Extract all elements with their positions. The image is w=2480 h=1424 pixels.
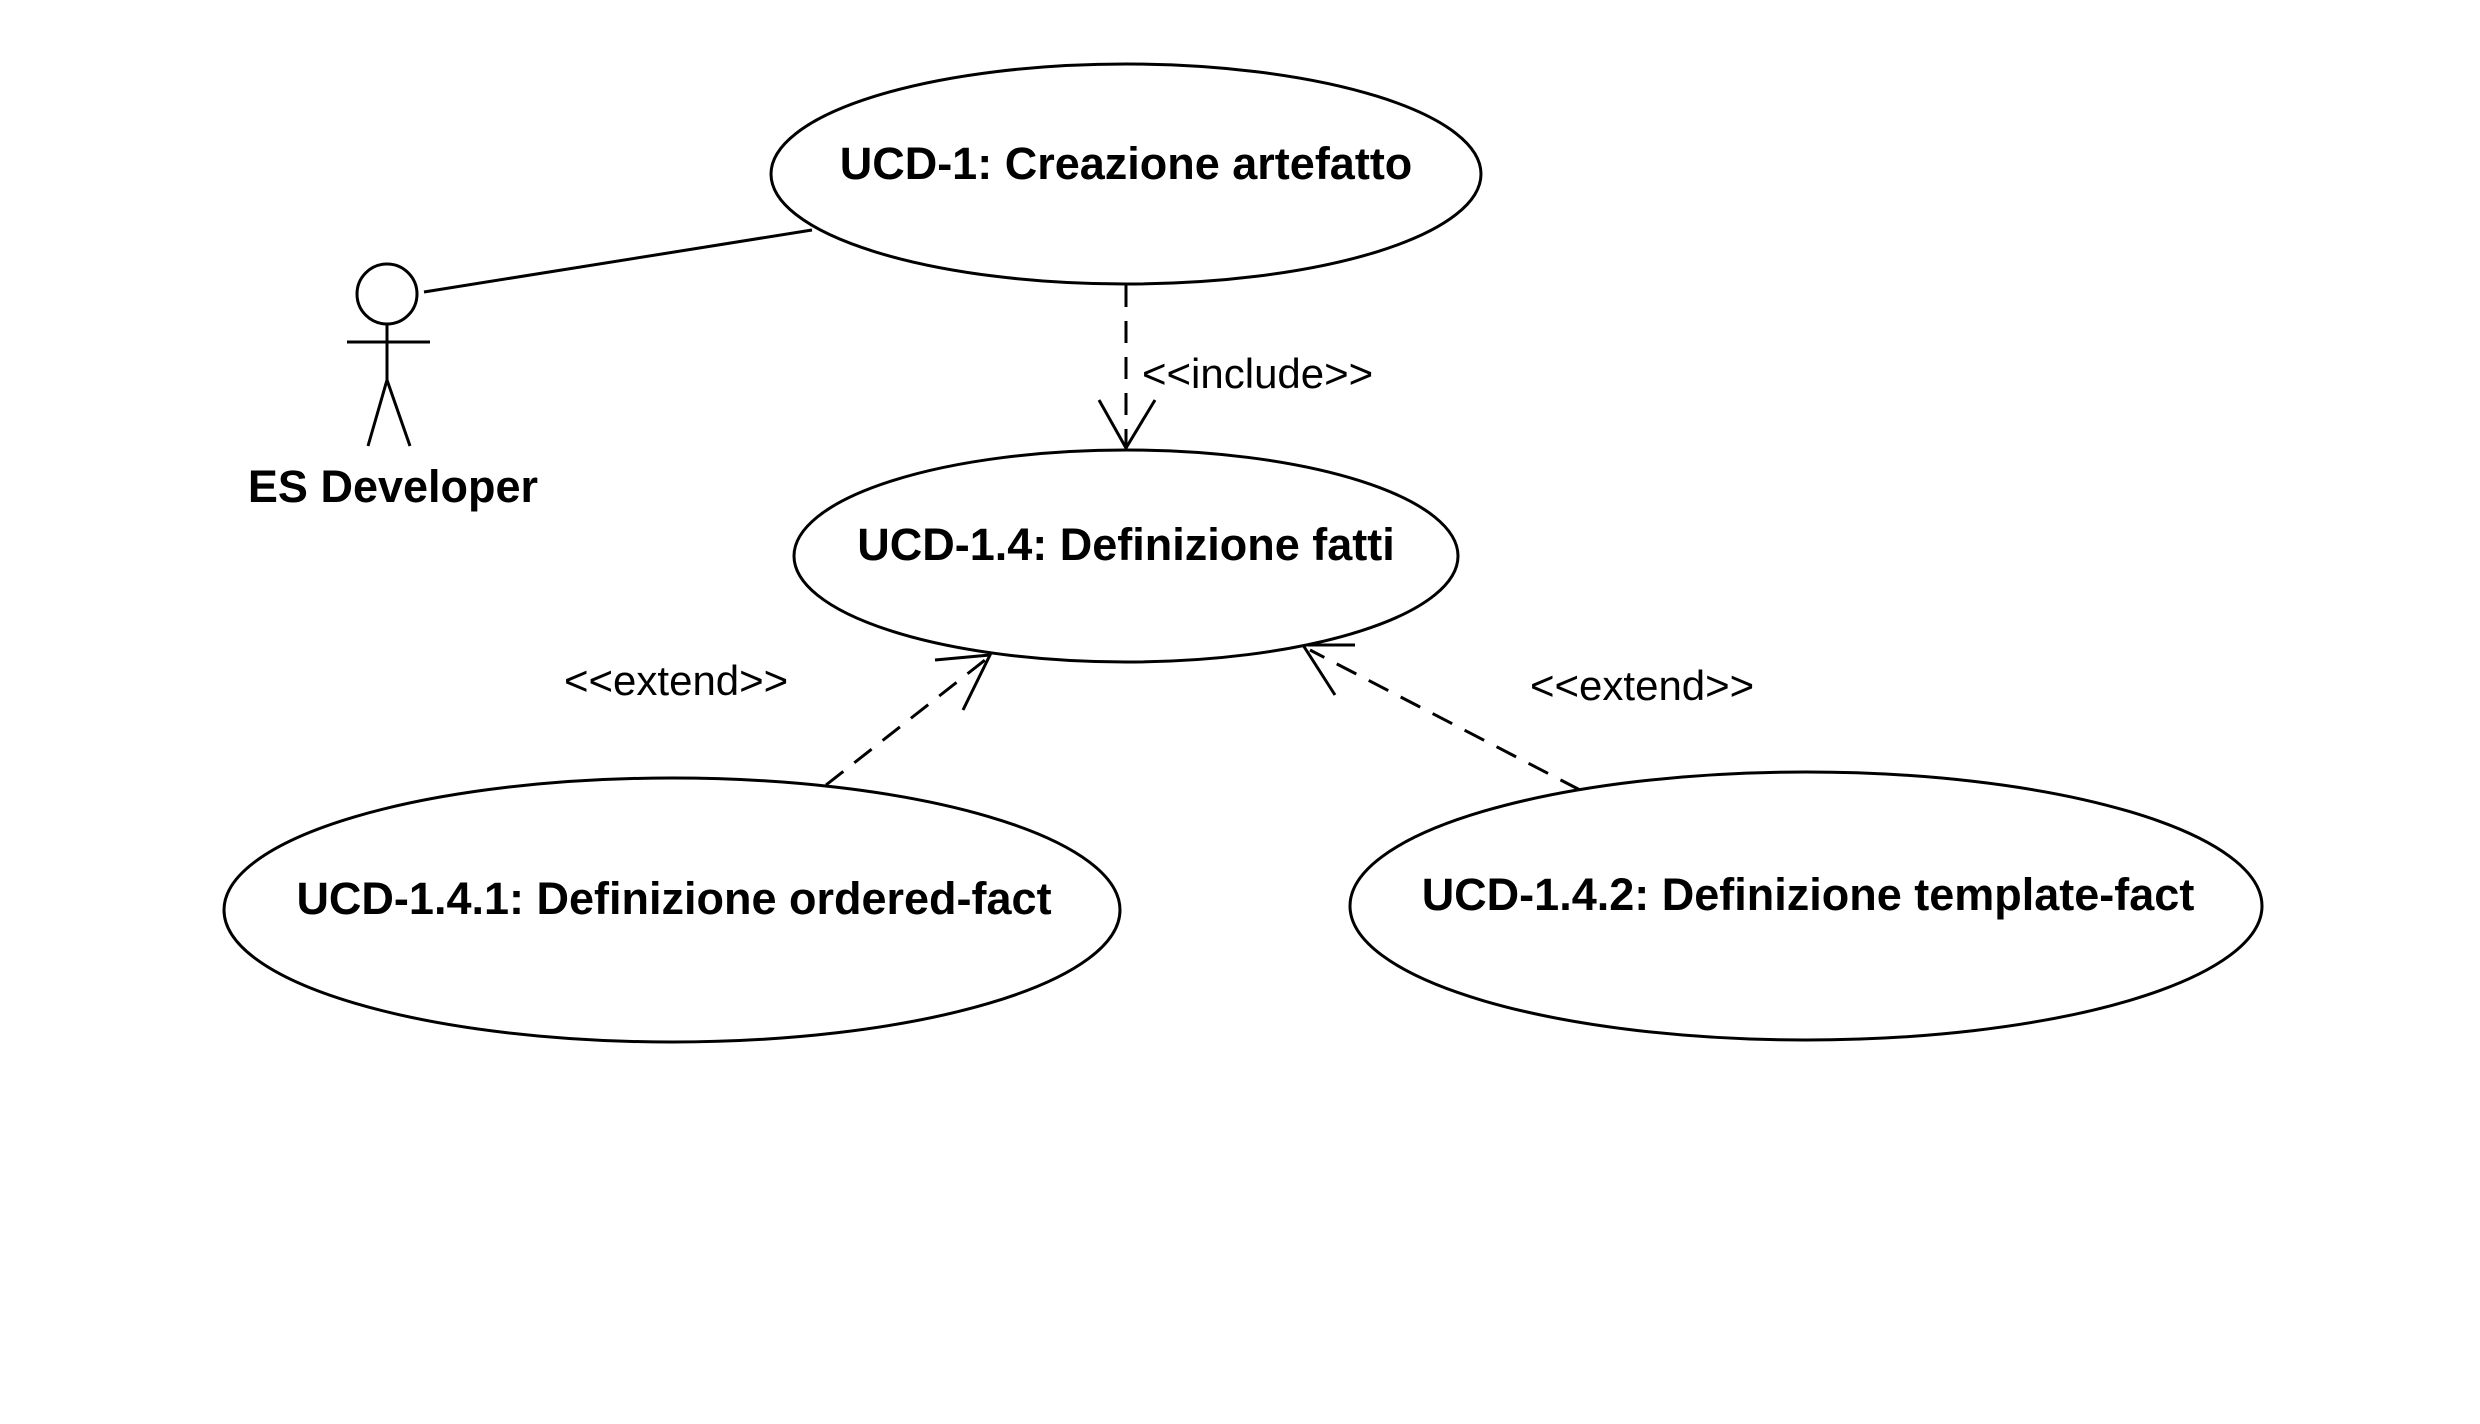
extend-stereotype-label-right: <<extend>>: [1530, 662, 1754, 709]
use-case-label: UCD-1.4: Definizione fatti: [857, 519, 1395, 570]
stick-figure-icon: [347, 262, 430, 447]
use-case-label: UCD-1.4.2: Definizione template-fact: [1422, 869, 2195, 920]
include-relation: <<include>>: [1097, 285, 1373, 451]
use-case-ellipse: [1348, 770, 2264, 1042]
use-case-ellipse: [792, 448, 1460, 664]
extend-arrow-head-left: [934, 653, 993, 711]
use-case-ucd-1-4-1: UCD-1.4.1: Definizione ordered-fact: [222, 776, 1122, 1044]
extend-relation-template-fact: <<extend>>: [1300, 643, 1754, 792]
include-arrow-head: [1097, 399, 1157, 451]
extend-dashed-line-right: [1309, 648, 1581, 792]
actor-es-developer: ES Developer: [248, 262, 538, 512]
use-case-ucd-1-4: UCD-1.4: Definizione fatti: [792, 448, 1460, 664]
use-case-label: UCD-1.4.1: Definizione ordered-fact: [296, 873, 1051, 924]
use-case-ellipse: [769, 62, 1483, 286]
use-case-label: UCD-1: Creazione artefatto: [840, 138, 1413, 189]
extend-stereotype-label-left: <<extend>>: [564, 657, 788, 704]
extend-relation-ordered-fact: <<extend>>: [564, 653, 993, 787]
actor-name: ES Developer: [248, 461, 538, 512]
use-case-ucd-1-4-2: UCD-1.4.2: Definizione template-fact: [1348, 770, 2264, 1042]
extend-dashed-line-left: [825, 658, 986, 787]
association-line: [423, 228, 813, 294]
include-stereotype-label: <<include>>: [1142, 350, 1373, 397]
use-case-ucd-1: UCD-1: Creazione artefatto: [769, 62, 1483, 286]
use-case-ellipse: [222, 776, 1122, 1044]
